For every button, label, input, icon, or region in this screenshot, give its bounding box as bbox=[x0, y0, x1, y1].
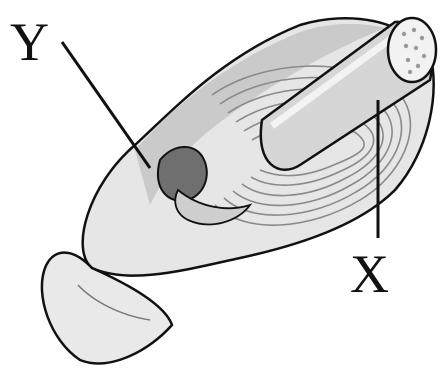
label-x: X bbox=[350, 244, 389, 304]
pointer-line-y bbox=[62, 42, 150, 168]
label-y: Y bbox=[10, 12, 49, 72]
